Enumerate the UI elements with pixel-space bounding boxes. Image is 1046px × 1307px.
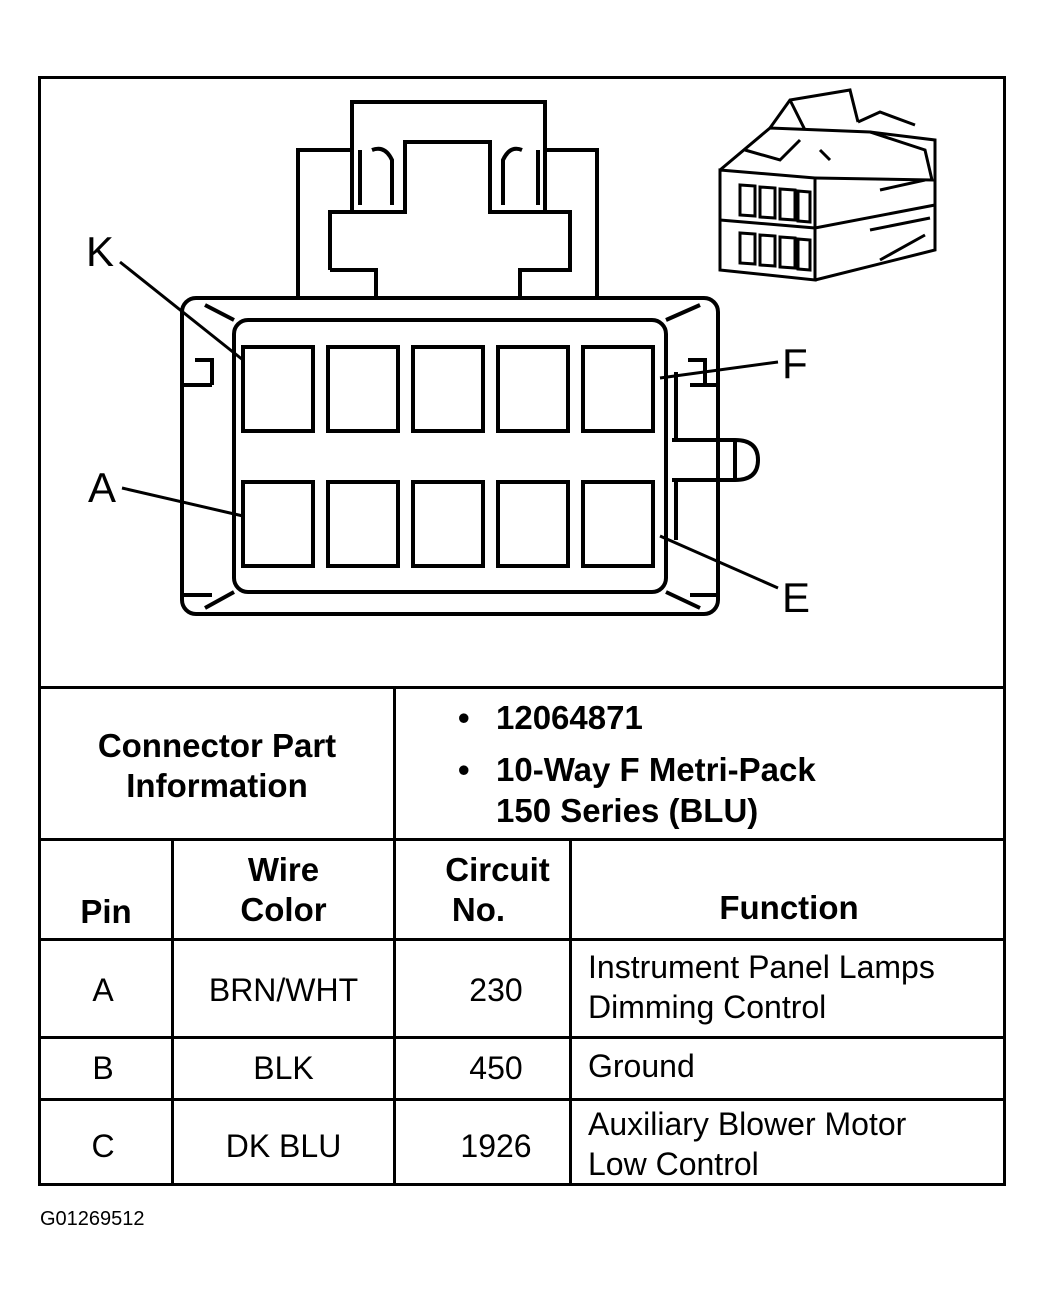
header-function: Function bbox=[719, 889, 859, 926]
header-wire-color-line1: Wire bbox=[247, 851, 320, 888]
divider-col-pin bbox=[171, 838, 174, 1186]
header-circuit: Circuit No. bbox=[396, 850, 569, 930]
connector-diagram: K F A E bbox=[86, 88, 937, 621]
cavity bbox=[496, 345, 570, 433]
row-a-pin: A bbox=[92, 972, 114, 1008]
connector-series: 150 Series (BLU) bbox=[496, 790, 758, 832]
leader-F bbox=[659, 360, 779, 380]
figure-frame bbox=[38, 76, 1006, 1186]
divider-col-circuit bbox=[569, 838, 572, 1186]
row-b-function: Ground bbox=[588, 1048, 695, 1084]
figure-id: G01269512 bbox=[40, 1208, 145, 1230]
pin-label-F: F bbox=[782, 340, 808, 387]
cavity bbox=[411, 345, 485, 433]
housing-outer bbox=[180, 296, 720, 616]
cavity bbox=[496, 480, 570, 568]
header-pin: Pin bbox=[80, 893, 132, 930]
header-wire-color-line2: Color bbox=[240, 891, 327, 928]
row-c-function-line2: Low Control bbox=[588, 1146, 759, 1182]
cavity bbox=[326, 345, 400, 433]
cavity bbox=[411, 480, 485, 568]
connector-type: • 10-Way F Metri-Pack bbox=[458, 749, 816, 791]
leader-K bbox=[119, 260, 244, 362]
header-circuit-line1: Circuit bbox=[445, 851, 550, 888]
cavity-F bbox=[581, 345, 655, 433]
row-c-wire-color: DK BLU bbox=[225, 1128, 342, 1164]
part-number: • 12064871 bbox=[458, 697, 643, 739]
leader-E bbox=[659, 534, 779, 590]
cavity-E bbox=[581, 480, 655, 568]
polarization-peg bbox=[672, 438, 761, 482]
latch-inner bbox=[328, 150, 572, 300]
divider-header-rows bbox=[38, 938, 1006, 941]
part-info-label: Connector Part Information bbox=[41, 726, 393, 806]
part-info-label-line1: Connector Part bbox=[97, 727, 337, 764]
header-wire-color: Wire Color bbox=[174, 850, 393, 930]
latch-outer bbox=[296, 100, 599, 300]
row-b-circuit: 450 bbox=[469, 1050, 523, 1086]
row-c-circuit: 1926 bbox=[460, 1128, 532, 1164]
housing-inner bbox=[232, 318, 668, 594]
divider-info-headers bbox=[38, 838, 1006, 841]
pin-label-A: A bbox=[88, 464, 116, 511]
part-info-label-line2: Information bbox=[126, 767, 308, 804]
connector-series-value: 150 Series (BLU) bbox=[496, 792, 759, 829]
cavity bbox=[326, 480, 400, 568]
row-a-wire-color: BRN/WHT bbox=[208, 972, 359, 1008]
row-a-function: Instrument Panel Lamps Dimming Control bbox=[588, 947, 1003, 1027]
header-circuit-line2: No. bbox=[451, 891, 506, 928]
connector-isometric-view bbox=[718, 88, 937, 282]
bullet: • bbox=[458, 699, 470, 736]
row-c-function-line1: Auxiliary Blower Motor bbox=[588, 1106, 907, 1142]
part-number-value: 12064871 bbox=[496, 699, 643, 736]
divider-diagram-table bbox=[38, 686, 1006, 689]
leader-A bbox=[121, 486, 244, 518]
pin-label-K: K bbox=[86, 228, 114, 275]
divider-info-col bbox=[393, 686, 396, 838]
divider-row-a bbox=[38, 1036, 1006, 1039]
cavity-A bbox=[241, 480, 315, 568]
bullet: • bbox=[458, 751, 470, 788]
row-b-pin: B bbox=[92, 1050, 114, 1086]
divider-col-wire bbox=[393, 838, 396, 1186]
row-c-function: Auxiliary Blower Motor Low Control bbox=[588, 1104, 1003, 1184]
row-a-circuit: 230 bbox=[469, 972, 523, 1008]
connector-type-value: 10-Way F Metri-Pack bbox=[496, 751, 816, 788]
cavity-K bbox=[241, 345, 315, 433]
pin-label-E: E bbox=[782, 574, 810, 621]
row-a-function-line2: Dimming Control bbox=[588, 989, 827, 1025]
divider-row-b bbox=[38, 1098, 1006, 1101]
row-a-function-line1: Instrument Panel Lamps bbox=[588, 949, 935, 985]
row-b-wire-color: BLK bbox=[253, 1050, 314, 1086]
row-c-pin: C bbox=[91, 1128, 115, 1164]
